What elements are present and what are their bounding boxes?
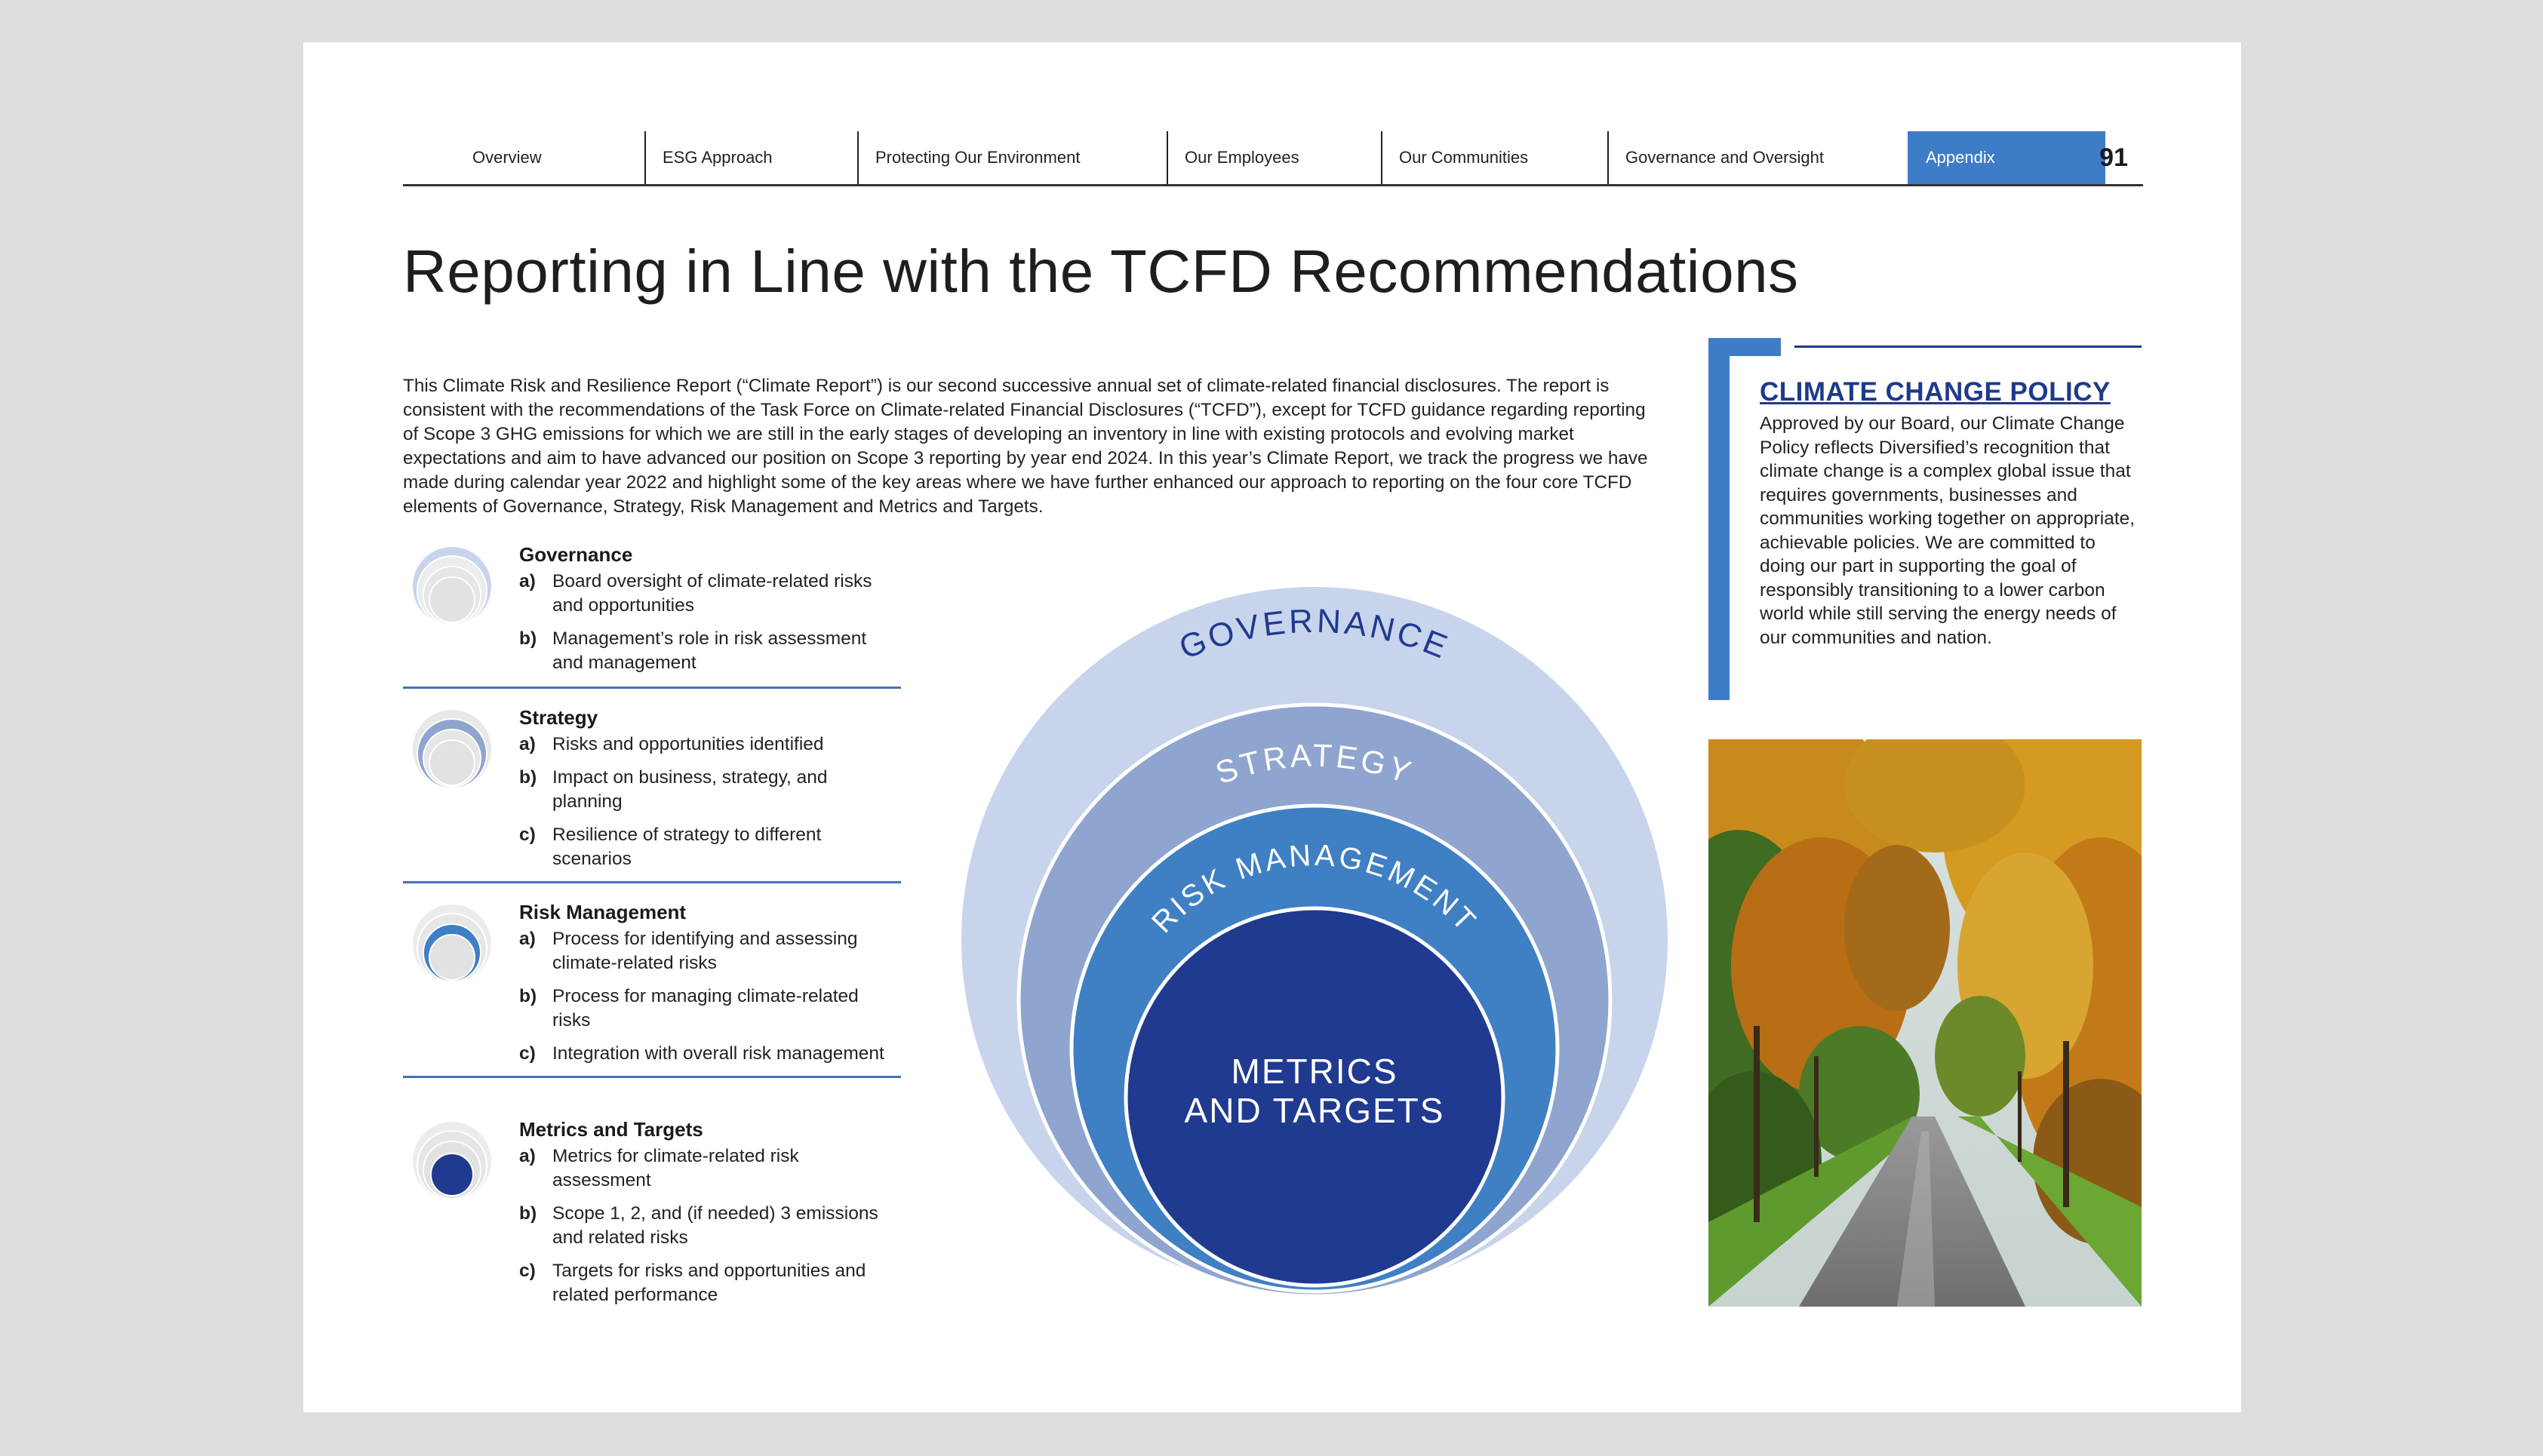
- list-item: a)Metrics for climate-related risk asses…: [519, 1146, 799, 1190]
- page-number: 91: [2099, 143, 2128, 172]
- pillar-governance: Governance a)Board oversight of climate-…: [403, 543, 901, 689]
- pillar-strategy: Strategy a)Risks and opportunities ident…: [403, 706, 901, 883]
- pillar-risk-management: Risk Management a)Process for identifyin…: [403, 901, 901, 1078]
- list-item: c)Resilience of strategy to different sc…: [519, 825, 822, 869]
- strategy-rings-icon: [413, 710, 491, 789]
- policy-accent-bar-top: [1708, 338, 1781, 356]
- top-navigation: Overview ESG Approach Protecting Our Env…: [403, 89, 2143, 186]
- pillar-title: Metrics and Targets: [519, 1118, 703, 1141]
- metrics-label-line1: METRICS: [1232, 1052, 1398, 1091]
- pillar-title: Governance: [519, 543, 633, 566]
- tab-esg-approach[interactable]: ESG Approach: [644, 131, 857, 184]
- governance-rings-icon: [413, 547, 491, 626]
- autumn-road-photo: [1708, 739, 2142, 1307]
- tab-governance-and-oversight[interactable]: Governance and Oversight: [1607, 131, 1908, 184]
- list-item: b)Management’s role in risk assessment a…: [519, 628, 867, 673]
- metrics-label-line2: AND TARGETS: [1185, 1091, 1445, 1130]
- policy-accent-bar: [1708, 338, 1730, 700]
- tab-overview[interactable]: Overview: [472, 148, 542, 167]
- list-item: a)Board oversight of climate-related ris…: [519, 571, 872, 616]
- tab-protecting-our-environment[interactable]: Protecting Our Environment: [857, 131, 1167, 184]
- tab-our-employees[interactable]: Our Employees: [1167, 131, 1381, 184]
- pillar-title: Risk Management: [519, 901, 687, 923]
- list-item: c)Integration with overall risk manageme…: [519, 1043, 884, 1064]
- intro-paragraph: This Climate Risk and Resilience Report …: [403, 376, 1648, 517]
- pillar-title: Strategy: [519, 706, 598, 729]
- policy-divider: [1794, 346, 2142, 348]
- list-item: b)Impact on business, strategy, and plan…: [519, 767, 828, 812]
- page-title: Reporting in Line with the TCFD Recommen…: [403, 238, 1799, 305]
- list-item: a)Risks and opportunities identified: [519, 734, 824, 754]
- list-item: c)Targets for risks and opportunities an…: [519, 1261, 866, 1305]
- tab-appendix[interactable]: Appendix: [1908, 131, 2105, 184]
- list-item: a)Process for identifying and assessing …: [519, 929, 858, 973]
- policy-text: Approved by our Board, our Climate Chang…: [1760, 413, 2136, 648]
- list-item: b)Process for managing climate-related r…: [519, 986, 859, 1031]
- tcfd-nested-circles-diagram: GOVERNANCE STRATEGY RISK MANAGEMENT METR…: [961, 587, 1668, 1298]
- metrics-circle: [1124, 906, 1505, 1288]
- policy-title-link[interactable]: CLIMATE CHANGE POLICY: [1760, 377, 2111, 407]
- tab-our-communities[interactable]: Our Communities: [1381, 131, 1607, 184]
- pillar-metrics-and-targets: Metrics and Targets a)Metrics for climat…: [403, 1118, 901, 1305]
- risk-management-rings-icon: [413, 905, 491, 984]
- report-page: Overview ESG Approach Protecting Our Env…: [303, 42, 2241, 1412]
- list-item: b)Scope 1, 2, and (if needed) 3 emission…: [519, 1203, 878, 1248]
- metrics-rings-icon: [413, 1122, 491, 1201]
